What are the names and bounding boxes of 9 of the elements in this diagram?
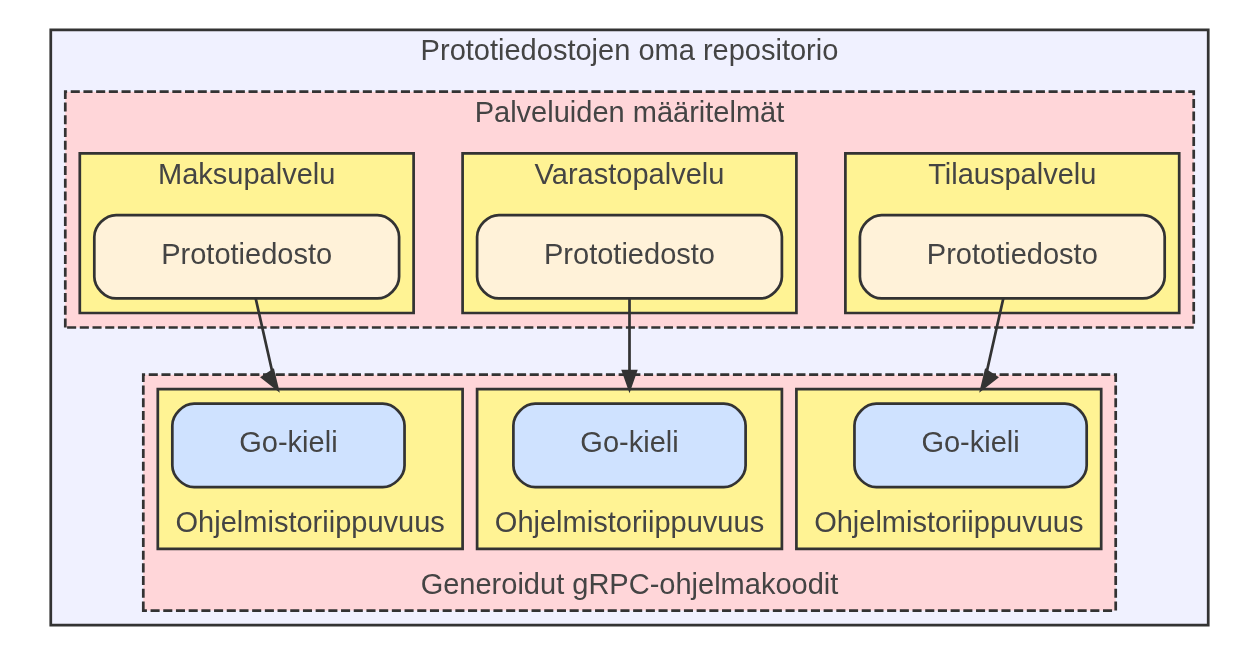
node-box: Go-kieli xyxy=(852,402,1088,489)
node-box: Prototiedosto xyxy=(475,213,783,300)
arrow xyxy=(620,298,638,394)
node-box: Go-kieli xyxy=(170,402,406,489)
arrow xyxy=(253,298,280,393)
arrow xyxy=(978,298,1005,393)
node-box: Prototiedosto xyxy=(858,213,1166,300)
node-box: Go-kieli xyxy=(511,402,747,489)
node-box: Prototiedosto xyxy=(92,213,400,300)
